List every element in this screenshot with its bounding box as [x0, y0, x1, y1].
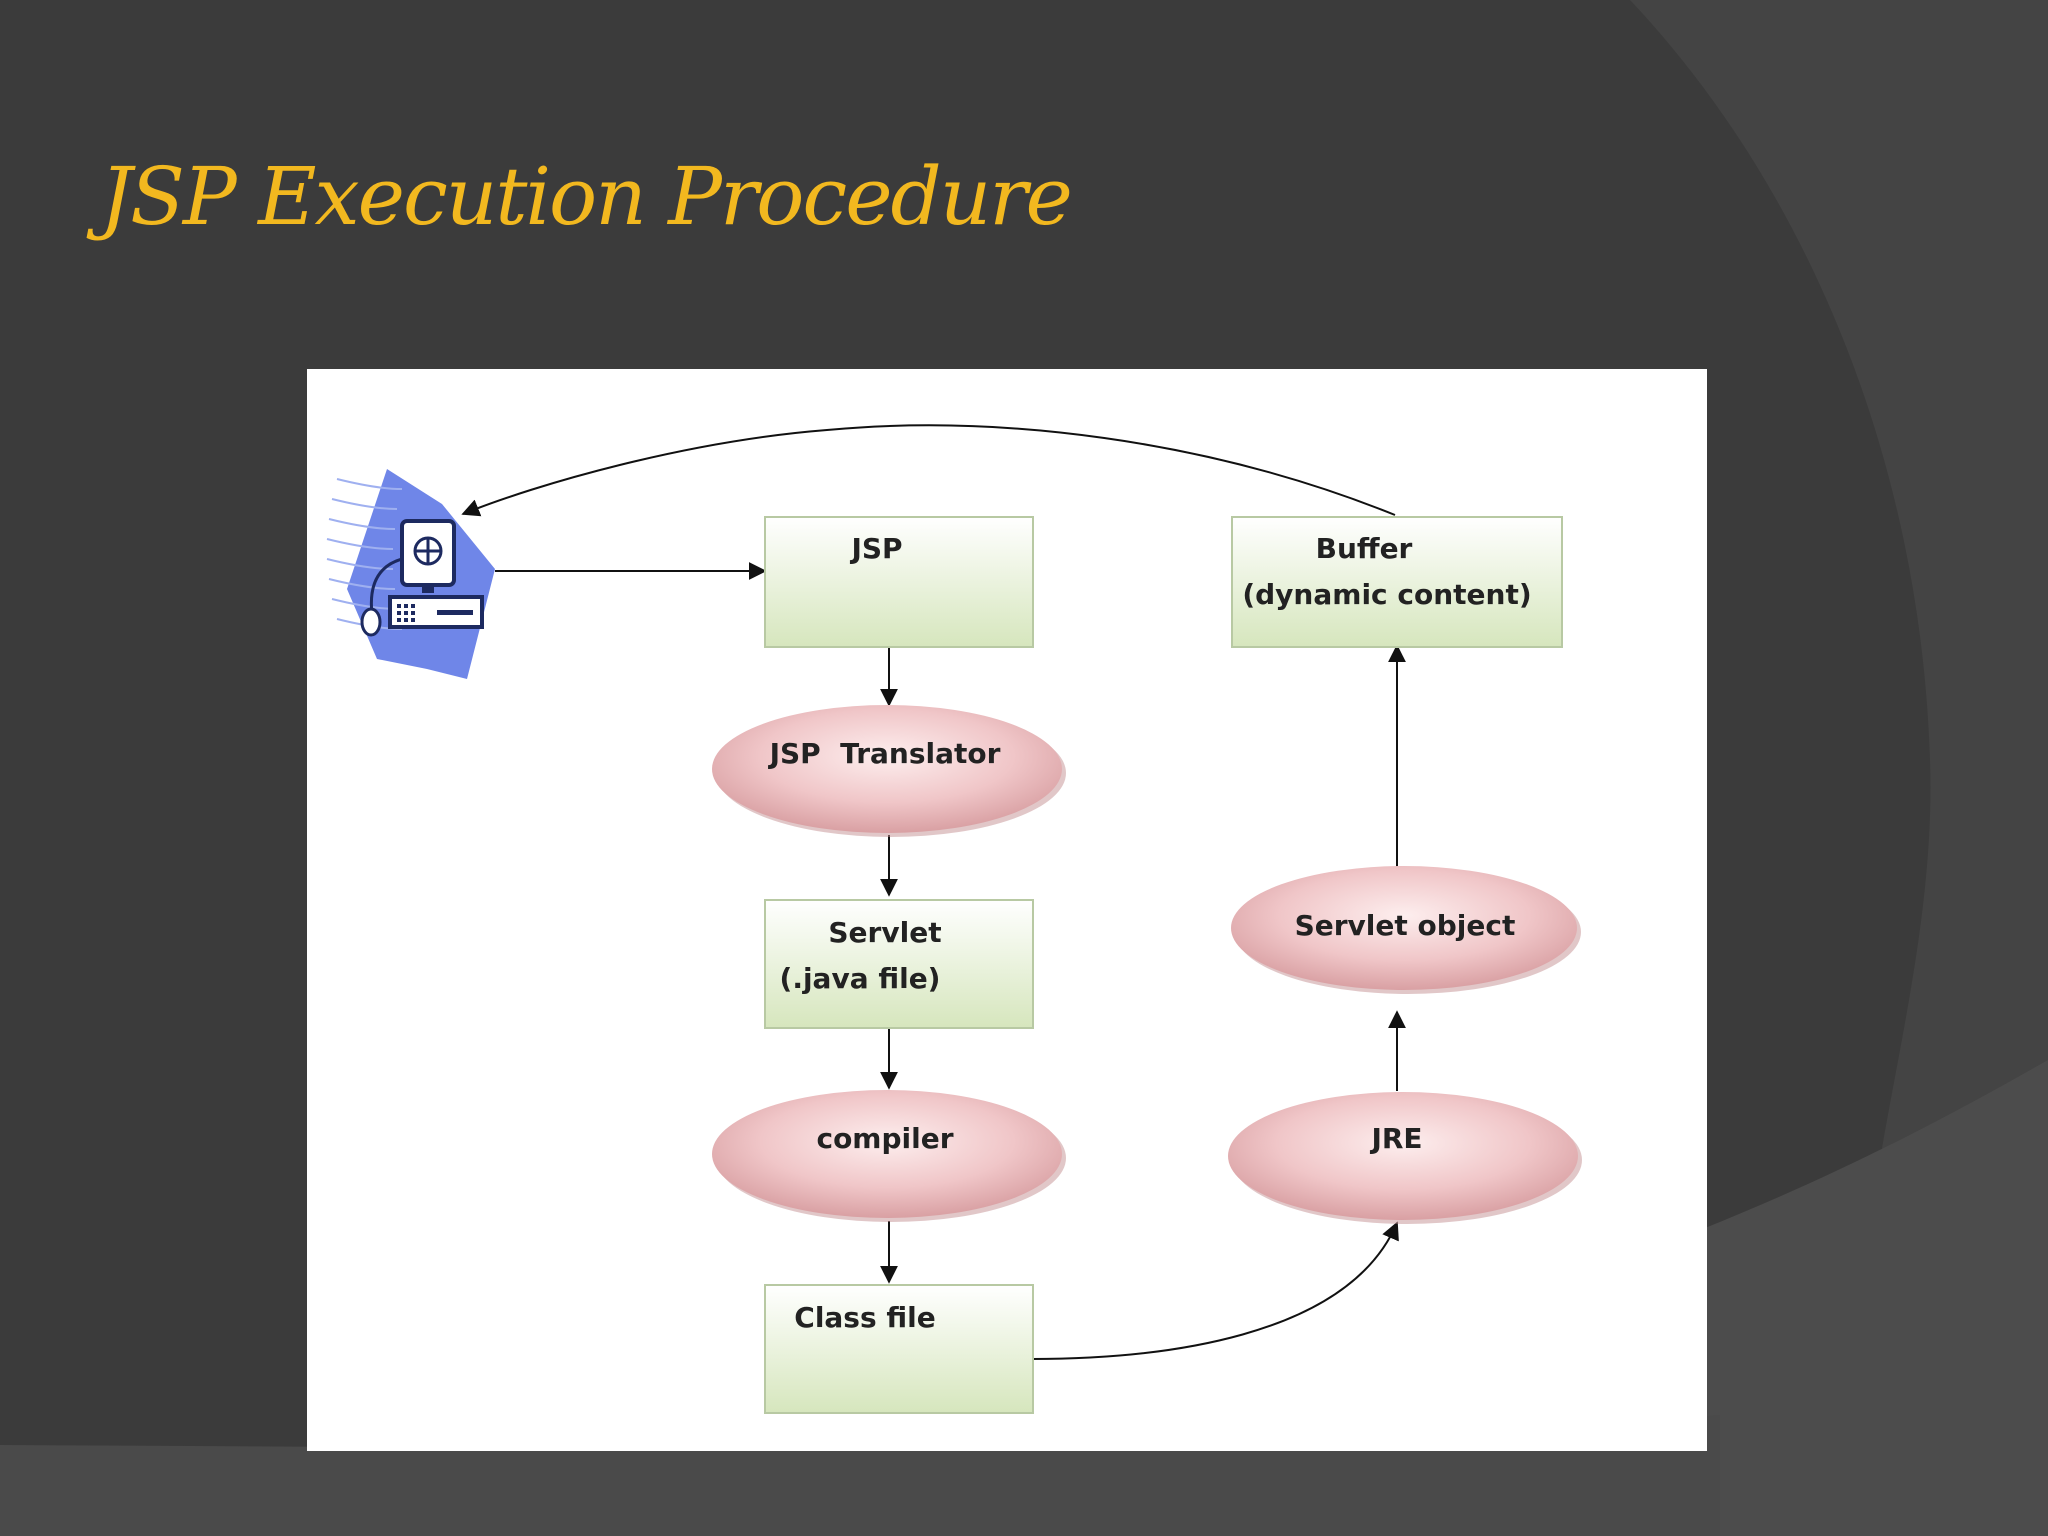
compiler-node: compiler [712, 1090, 1066, 1222]
servlet-node: Servlet (.java file) [765, 900, 1033, 1028]
arrow-buffer-to-client [463, 425, 1395, 515]
translator-node: JSP Translator [712, 705, 1066, 837]
client-computer-icon [327, 469, 495, 679]
class-file-node: Class file [765, 1285, 1033, 1413]
class-file-node-label: Class file [794, 1301, 935, 1334]
arrow-classfile-to-jre [1032, 1223, 1397, 1359]
slide-title: JSP Execution Procedure [100, 150, 1071, 243]
compiler-node-label: compiler [816, 1122, 953, 1155]
buffer-node-sublabel: (dynamic content) [1242, 578, 1531, 611]
background-arc-bottom-right [1700, 1060, 2048, 1536]
servlet-object-node-label: Servlet object [1295, 909, 1516, 942]
buffer-node: Buffer (dynamic content) [1232, 517, 1562, 647]
servlet-node-label: Servlet [828, 916, 941, 949]
jsp-execution-diagram: JSP Buffer (dynamic content) JSP Transla… [307, 369, 1707, 1451]
buffer-node-label: Buffer [1316, 532, 1413, 565]
jsp-node: JSP [765, 517, 1033, 647]
translator-node-label: JSP Translator [768, 737, 1001, 770]
servlet-node-sublabel: (.java file) [780, 962, 941, 995]
jre-node-label: JRE [1369, 1122, 1422, 1155]
jre-node: JRE [1228, 1092, 1582, 1224]
servlet-object-node: Servlet object [1231, 866, 1581, 994]
diagram-canvas: JSP Buffer (dynamic content) JSP Transla… [307, 369, 1707, 1451]
jsp-node-label: JSP [849, 532, 902, 565]
